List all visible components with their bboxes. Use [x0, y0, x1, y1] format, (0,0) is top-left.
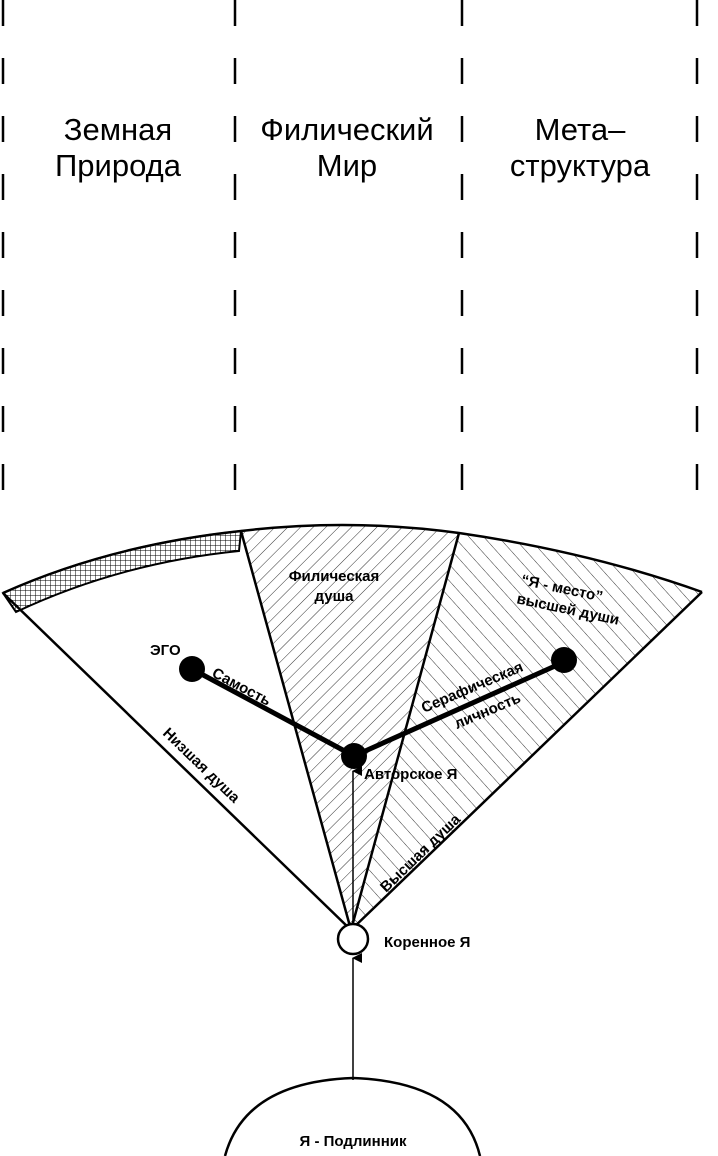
higher-soul-edge: [350, 591, 703, 931]
author-self-node: [341, 743, 367, 769]
label-root-self: Коренное Я: [384, 934, 470, 951]
original-self-arc: [223, 1076, 482, 1156]
column-title-philic-world: Филический Мир: [260, 112, 434, 183]
label-original-self: Я - Подлинник: [300, 1133, 407, 1150]
label-lower-soul: Низшая душа: [159, 725, 243, 807]
ego-node: [179, 656, 205, 682]
label-philic-soul-line1: Филическая: [289, 568, 380, 585]
root-self-node: [336, 922, 370, 956]
author-seraph-link: [352, 659, 566, 759]
fan-edges: [2, 530, 703, 931]
column-title-meta-structure: Мета– структура: [509, 112, 651, 183]
higher-soul-sector: [351, 533, 702, 930]
ego-author-link: [190, 666, 356, 759]
outer-grid-band: [1, 529, 243, 614]
column-dividers: [1, 0, 699, 490]
label-philic-soul-line2: душа: [315, 588, 355, 605]
column-title-earth-nature: Земная Природа: [55, 112, 181, 183]
label-ego: ЭГО: [150, 642, 181, 659]
lower-soul-edge: [2, 592, 352, 931]
label-author-self: Авторское Я: [364, 766, 457, 783]
philic-soul-sector: [241, 524, 459, 930]
higher-soul-place-node: [551, 647, 577, 673]
label-samost: Самость: [209, 665, 274, 710]
self-connections: [190, 659, 566, 759]
fan-outer-arc: [2, 523, 703, 595]
philic-left-edge: [239, 530, 353, 931]
